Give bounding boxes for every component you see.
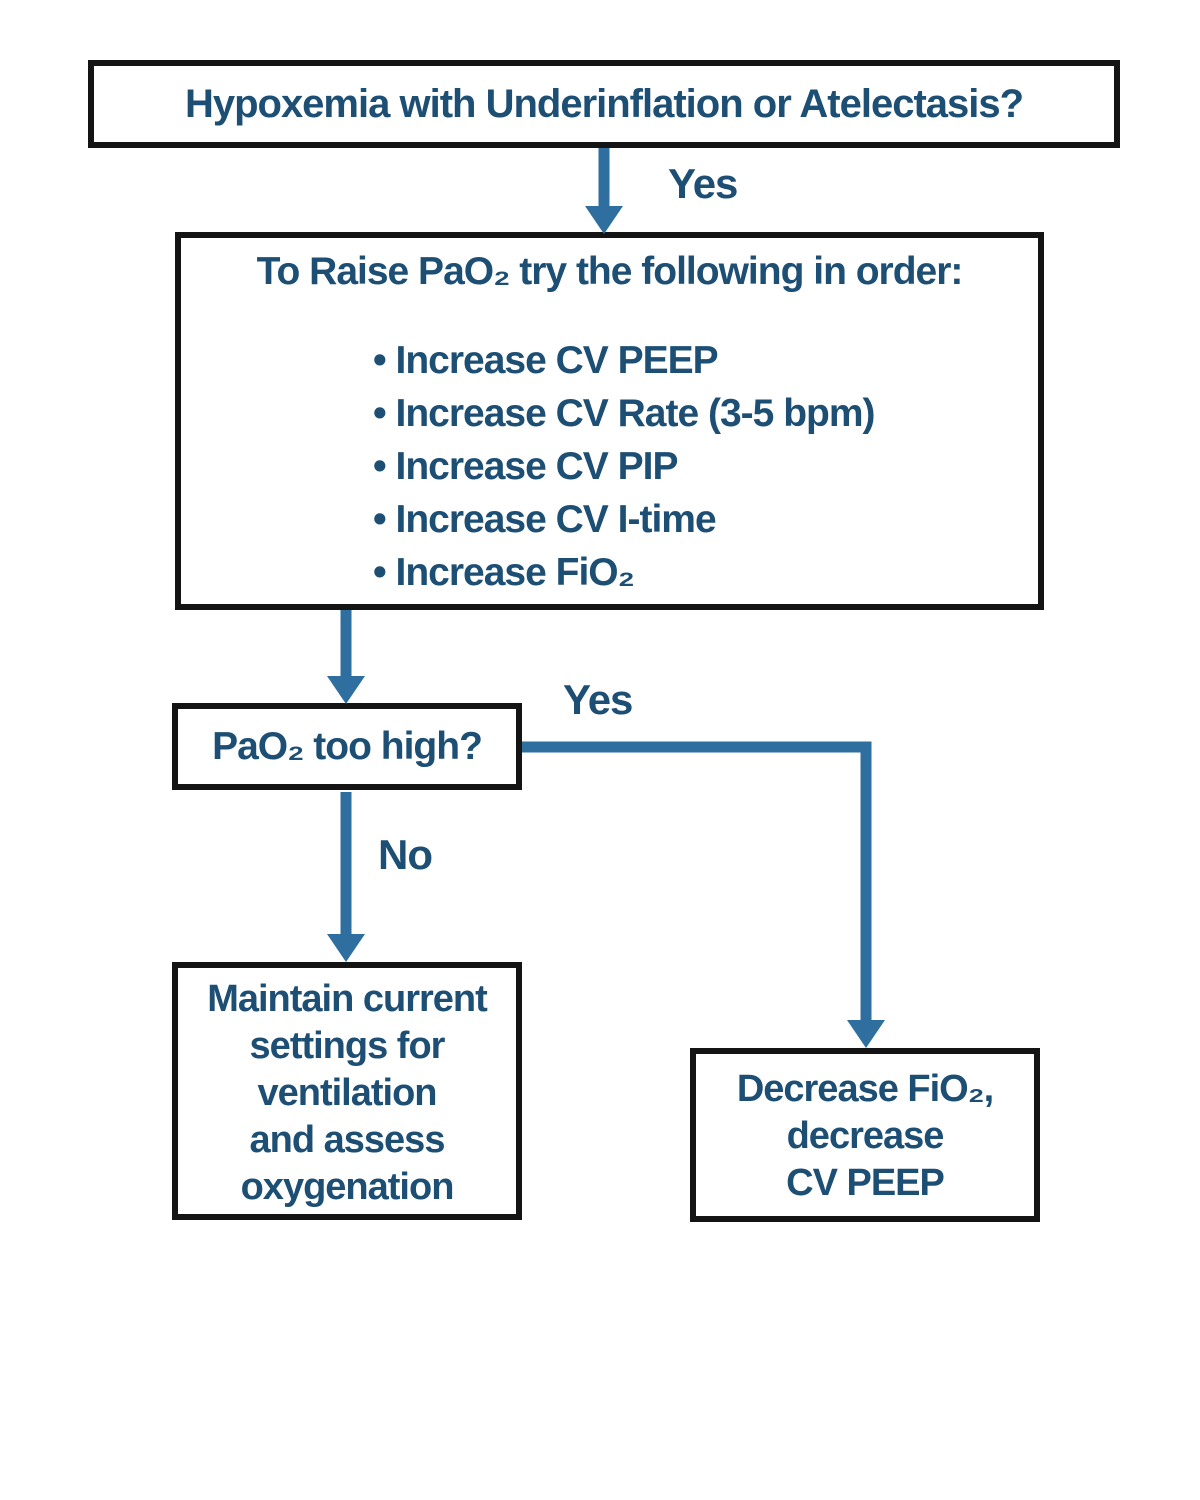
edge-start-yes-arrow — [585, 148, 623, 234]
edge-raise-to-decision-arrow — [327, 610, 365, 704]
maintain-settings-box: Maintain current settings for ventilation a… — [172, 962, 522, 1220]
raise-step-item: Increase CV PIP — [373, 440, 1038, 493]
edge-label-no: No — [378, 831, 433, 878]
raise-steps-heading: To Raise PaO₂ try the following in order… — [256, 250, 964, 293]
raise-steps-box: To Raise PaO₂ try the following in order… — [175, 232, 1044, 610]
decrease-settings-box: Decrease FiO₂, decrease CV PEEP — [690, 1048, 1040, 1222]
maintain-settings-line: and assess — [249, 1119, 446, 1161]
edge-decision-no-arrow — [327, 792, 365, 962]
maintain-settings-line: oxygenation — [240, 1166, 455, 1208]
raise-steps-bullet-list: Increase CV PEEPIncrease CV Rate (3-5 bp… — [373, 334, 1038, 599]
start-question-text: Hypoxemia with Underinflation or Atelect… — [184, 81, 1024, 126]
raise-step-item: Increase CV PEEP — [373, 334, 1038, 387]
decrease-settings-line: CV PEEP — [786, 1162, 945, 1204]
maintain-settings-line: ventilation — [257, 1072, 437, 1114]
raise-step-item: Increase CV I-time — [373, 493, 1038, 546]
decrease-settings-line: decrease — [786, 1115, 945, 1157]
raise-step-item: Increase CV Rate (3-5 bpm) — [373, 387, 1038, 440]
pao2-decision-box: PaO₂ too high? — [172, 703, 522, 790]
maintain-settings-line: Maintain current — [207, 978, 488, 1020]
maintain-settings-line: settings for — [249, 1025, 446, 1067]
edge-decision-yes-arrow — [522, 741, 885, 1048]
start-question-box: Hypoxemia with Underinflation or Atelect… — [88, 60, 1120, 148]
decrease-settings-line: Decrease FiO₂, — [736, 1068, 994, 1110]
edge-label-yes-top: Yes — [668, 160, 738, 207]
raise-step-item: Increase FiO₂ — [373, 546, 1038, 599]
pao2-decision-text: PaO₂ too high? — [212, 724, 483, 768]
edge-label-yes-right: Yes — [563, 676, 633, 723]
